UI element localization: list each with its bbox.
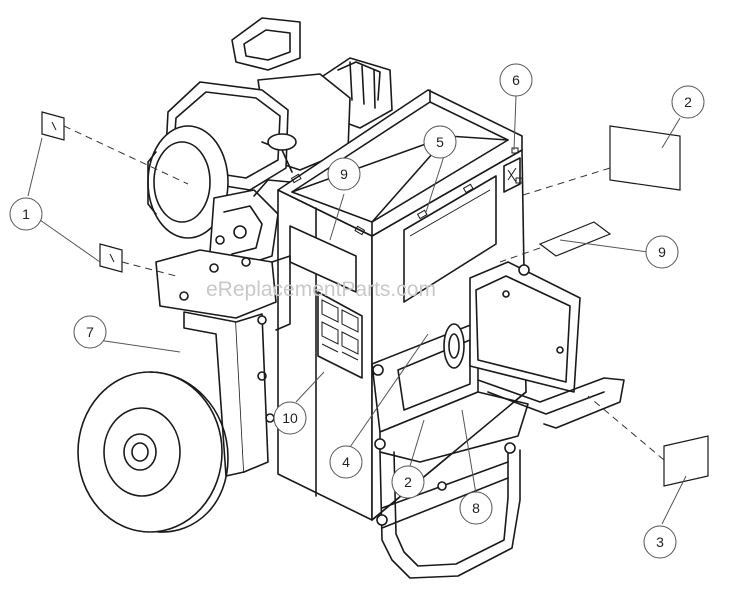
callout-1-upper: 1 (9, 197, 43, 231)
svg-text:7: 7 (86, 324, 94, 340)
callout-3: 3 (643, 525, 677, 559)
callout-9-right: 9 (645, 235, 679, 269)
callout-10: 10 (273, 401, 307, 435)
svg-text:9: 9 (658, 244, 666, 260)
svg-text:8: 8 (472, 500, 480, 516)
wheel-assembly (77, 311, 275, 533)
leader-lines (27, 95, 687, 525)
decal-3 (663, 435, 709, 487)
decal-9-right (538, 221, 612, 257)
decal-2-right (609, 125, 681, 191)
svg-text:3: 3 (656, 534, 664, 550)
callout-2-lower: 2 (391, 465, 425, 499)
svg-text:1: 1 (22, 206, 30, 222)
svg-text:9: 9 (340, 166, 348, 182)
svg-text:10: 10 (282, 410, 298, 426)
svg-text:4: 4 (342, 454, 350, 470)
callout-9-upper: 9 (327, 157, 361, 191)
svg-text:2: 2 (404, 474, 412, 490)
decals (41, 111, 709, 487)
decal-1-upper (41, 111, 65, 141)
callouts: 1 2 2 3 4 5 6 7 (9, 63, 705, 559)
callout-4: 4 (329, 445, 363, 479)
svg-text:6: 6 (512, 72, 520, 88)
svg-text:5: 5 (436, 134, 444, 150)
watermark-text: eReplacementParts.com (206, 278, 436, 301)
callout-2-right: 2 (671, 85, 705, 119)
callout-7: 7 (73, 315, 107, 349)
callout-8: 8 (459, 491, 493, 525)
callout-6: 6 (499, 63, 533, 97)
decal-1-lower (99, 243, 123, 273)
svg-text:2: 2 (684, 94, 692, 110)
callout-5: 5 (423, 125, 457, 159)
